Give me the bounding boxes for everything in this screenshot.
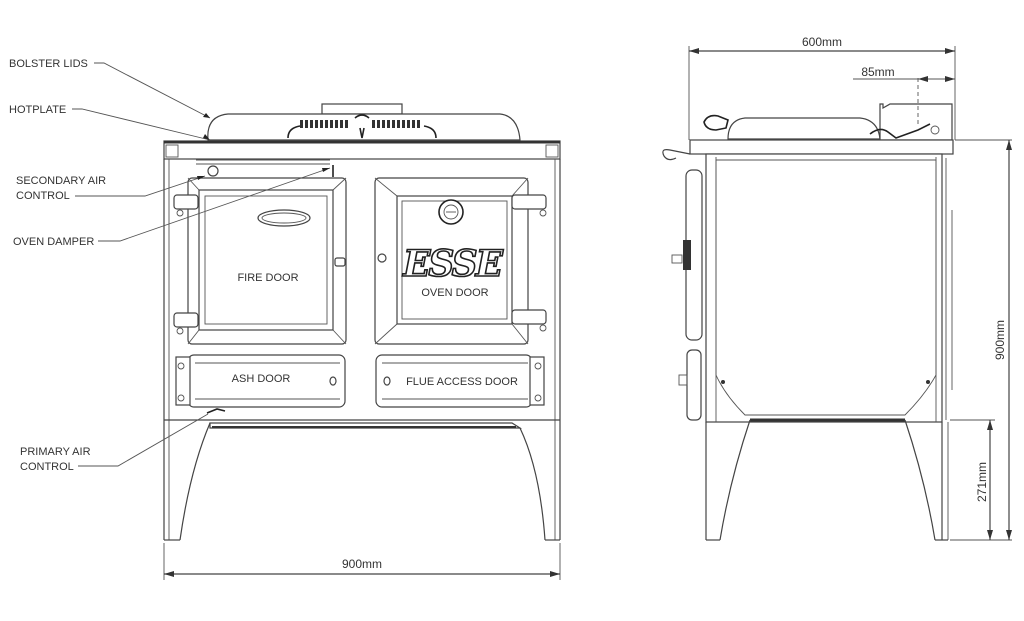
side-view: 600mm 85mm 900mm 271mm — [662, 35, 1012, 541]
flue-offset-dimension: 85mm — [853, 65, 955, 82]
esse-logo: ESSE — [402, 243, 504, 285]
side-depth-label: 600mm — [802, 35, 842, 49]
total-height-label: 900mm — [993, 320, 1007, 360]
fire-door-label: FIRE DOOR — [237, 272, 298, 284]
front-view: FIRE DOOR ESSE OVEN DOOR — [163, 103, 561, 580]
callout-secondary-air-1: SECONDARY AIR — [16, 175, 106, 187]
callout-hotplate: HOTPLATE — [9, 104, 66, 116]
fire-door: FIRE DOOR — [173, 177, 347, 345]
ash-door-label: ASH DOOR — [232, 373, 291, 385]
flue-access-door: FLUE ACCESS DOOR — [375, 354, 545, 408]
flue-offset-label: 85mm — [861, 65, 894, 79]
oven-door-label: OVEN DOOR — [421, 287, 488, 299]
flue-access-door-label: FLUE ACCESS DOOR — [406, 376, 518, 388]
callout-bolster-lids: BOLSTER LIDS — [9, 58, 88, 70]
callout-primary-air-1: PRIMARY AIR — [20, 446, 91, 458]
ash-door: ASH DOOR — [175, 354, 346, 408]
front-legs — [164, 422, 560, 541]
callout-secondary-air-2: CONTROL — [16, 190, 70, 202]
thermometer-icon — [438, 199, 464, 225]
front-width-label: 900mm — [342, 557, 382, 571]
callout-primary-air-2: CONTROL — [20, 461, 74, 473]
hotplate — [163, 140, 561, 160]
front-width-dimension: 900mm — [163, 543, 561, 580]
leg-height-label: 271mm — [975, 462, 989, 502]
lid-hinges — [287, 114, 437, 139]
front-body — [163, 159, 561, 540]
side-door-profile — [671, 169, 703, 421]
callouts: BOLSTER LIDS HOTPLATE SECONDARY AIR CONT… — [9, 58, 331, 473]
side-legs — [705, 418, 949, 541]
total-height-dimension: 900mm — [950, 139, 1012, 541]
leg-height-dimension: 271mm — [950, 419, 995, 540]
oven-door: ESSE OVEN DOOR — [374, 177, 547, 345]
side-depth-dimension: 600mm — [688, 35, 956, 140]
bolster-lids — [207, 103, 521, 141]
callout-oven-damper: OVEN DAMPER — [13, 236, 94, 248]
